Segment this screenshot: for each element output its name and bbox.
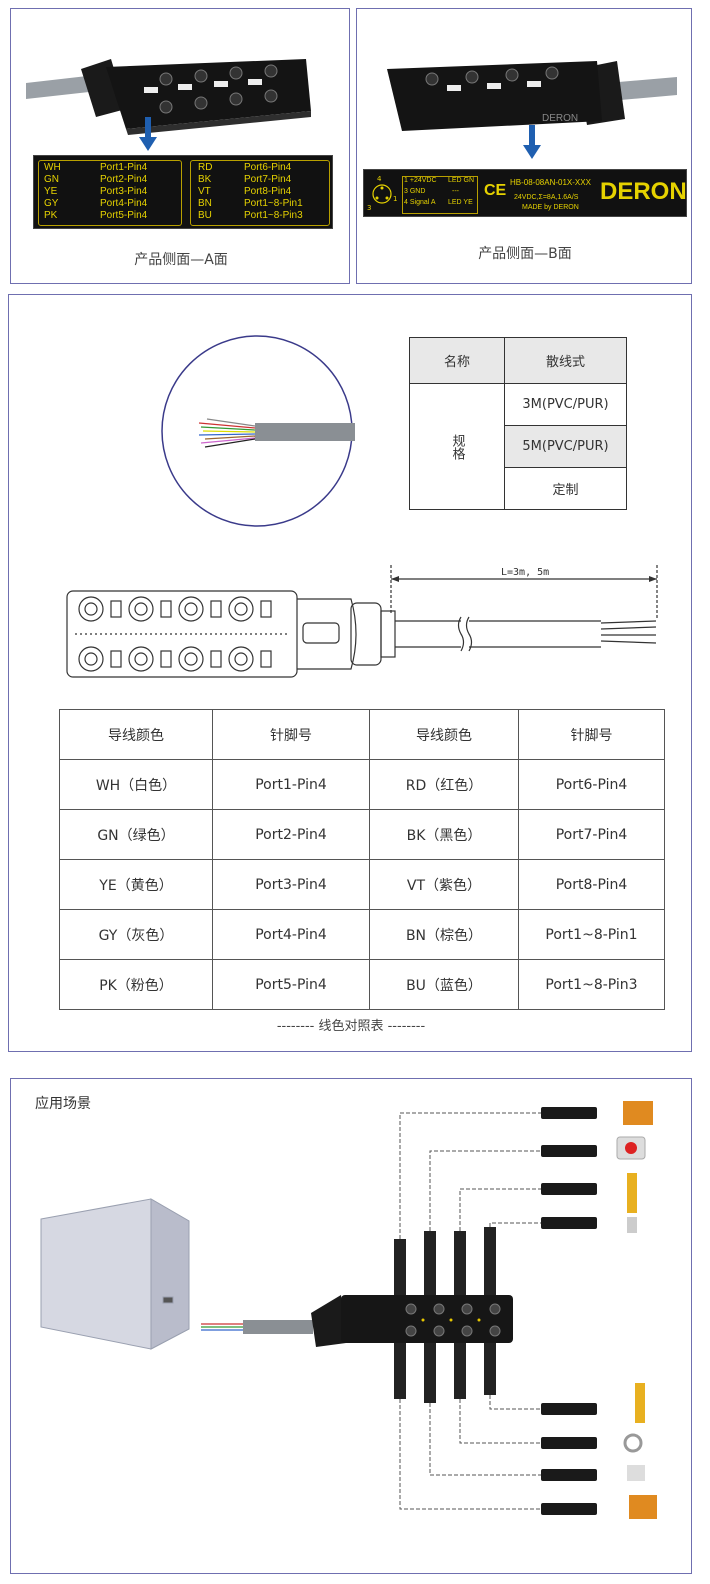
table-row: WH（白色） Port1-Pin4 RD（红色） Port6-Pin4	[59, 759, 665, 810]
arrow-down-icon	[523, 125, 541, 159]
spec-option: 定制	[504, 467, 627, 510]
spec-header-type: 散线式	[504, 337, 627, 384]
pin-cell: Port1~8-Pin3	[518, 959, 665, 1010]
svg-text:DERON: DERON	[542, 113, 578, 124]
distribution-box	[311, 1295, 513, 1347]
pin-label: 1	[393, 195, 397, 203]
table-row: GN（绿色） Port2-Pin4 BK（黑色） Port7-Pin4	[59, 809, 665, 860]
pin-row: 4 Signal A	[404, 199, 436, 206]
pin-diagram-icon: 4 3 1	[367, 175, 397, 212]
panel-application: 应用场景	[10, 1078, 692, 1574]
wire-color-cell: GY（灰色）	[59, 909, 213, 960]
wire-table-header: 导线颜色	[59, 709, 213, 760]
cable-photo	[161, 335, 355, 527]
wire-color-cell: RD（红色）	[369, 759, 519, 810]
panel-side-b: DERON 4 3 1 1 +24VDC LED GN 3 GND --- 4 …	[356, 8, 692, 284]
spec-header-name: 名称	[409, 337, 505, 384]
product-label-b: 4 3 1 1 +24VDC LED GN 3 GND --- 4 Signal…	[363, 169, 687, 217]
product-photo-a	[26, 59, 311, 135]
spec-label: 规格	[409, 383, 505, 510]
made-by-text: MADE by DERON	[522, 204, 579, 211]
wire-color-cell: BN（棕色）	[369, 909, 519, 960]
pin-cell: Port2-Pin4	[212, 809, 370, 860]
pin-led: LED GN	[448, 177, 475, 184]
pin-row: 3 GND	[404, 188, 426, 195]
wire-table-caption: -------- 线色对照表 --------	[276, 1019, 426, 1034]
wire-table-header: 针脚号	[518, 709, 665, 760]
panel-specifications: 名称 散线式 规格 3M(PVC/PUR) 5M(PVC/PUR) 定制	[8, 294, 692, 1052]
model-number: HB-08-08AN-01X-XXX	[510, 178, 591, 187]
control-cabinet	[40, 1198, 190, 1350]
pin-cell: Port5-Pin4	[212, 959, 370, 1010]
ce-mark: CE	[484, 182, 507, 199]
technical-drawing: L=3m, 5m	[66, 565, 658, 678]
caption-side-a: 产品侧面—A面	[134, 252, 228, 268]
rating-text: 24VDC,Σ=8A,1.6A/S	[514, 194, 579, 201]
wire-table-header: 导线颜色	[369, 709, 519, 760]
spec-option: 3M(PVC/PUR)	[504, 383, 627, 426]
application-diagram	[40, 1101, 657, 1519]
wire-color-cell: YE（黄色）	[59, 859, 213, 910]
wire-color-cell: PK（粉色）	[59, 959, 213, 1010]
pin-led: ---	[452, 188, 459, 195]
pin-cell: Port8-Pin4	[518, 859, 665, 910]
table-row: PK（粉色） Port5-Pin4 BU（蓝色） Port1~8-Pin3	[59, 959, 665, 1010]
wire-color-cell: WH（白色）	[59, 759, 213, 810]
product-photo-b: DERON	[387, 61, 677, 131]
caption-side-b: 产品侧面—B面	[478, 246, 572, 262]
pin-cell: Port1~8-Pin1	[518, 909, 665, 960]
pin-row: 1 +24VDC	[404, 177, 437, 184]
pin-cell: Port4-Pin4	[212, 909, 370, 960]
wire-color-cell: BK（黑色）	[369, 809, 519, 860]
sensor-devices	[616, 1101, 657, 1519]
wire-color-cell: BU（蓝色）	[369, 959, 519, 1010]
pin-led: LED YE	[448, 199, 473, 206]
pin-cell: Port6-Pin4	[518, 759, 665, 810]
pin-cell: Port7-Pin4	[518, 809, 665, 860]
wire-color-cell: VT（紫色）	[369, 859, 519, 910]
spec-table: 名称 散线式 规格 3M(PVC/PUR) 5M(PVC/PUR) 定制	[409, 337, 627, 510]
spec-option: 5M(PVC/PUR)	[504, 425, 627, 468]
wire-color-cell: GN（绿色）	[59, 809, 213, 860]
wire-table-header: 针脚号	[212, 709, 370, 760]
pin-cell: Port3-Pin4	[212, 859, 370, 910]
pin-label: 3	[367, 204, 371, 212]
wire-color-table: 导线颜色 针脚号 导线颜色 针脚号 WH（白色） Port1-Pin4 RD（红…	[59, 709, 665, 1010]
pin-label: 4	[377, 175, 382, 183]
table-row: YE（黄色） Port3-Pin4 VT（紫色） Port8-Pin4	[59, 859, 665, 910]
length-label: L=3m, 5m	[501, 567, 549, 578]
application-title: 应用场景	[35, 1096, 91, 1112]
pin-cell: Port1-Pin4	[212, 759, 370, 810]
table-row: GY（灰色） Port4-Pin4 BN（棕色） Port1~8-Pin1	[59, 909, 665, 960]
brand-logo: DERON	[600, 178, 687, 205]
arrow-down-icon	[139, 117, 157, 151]
